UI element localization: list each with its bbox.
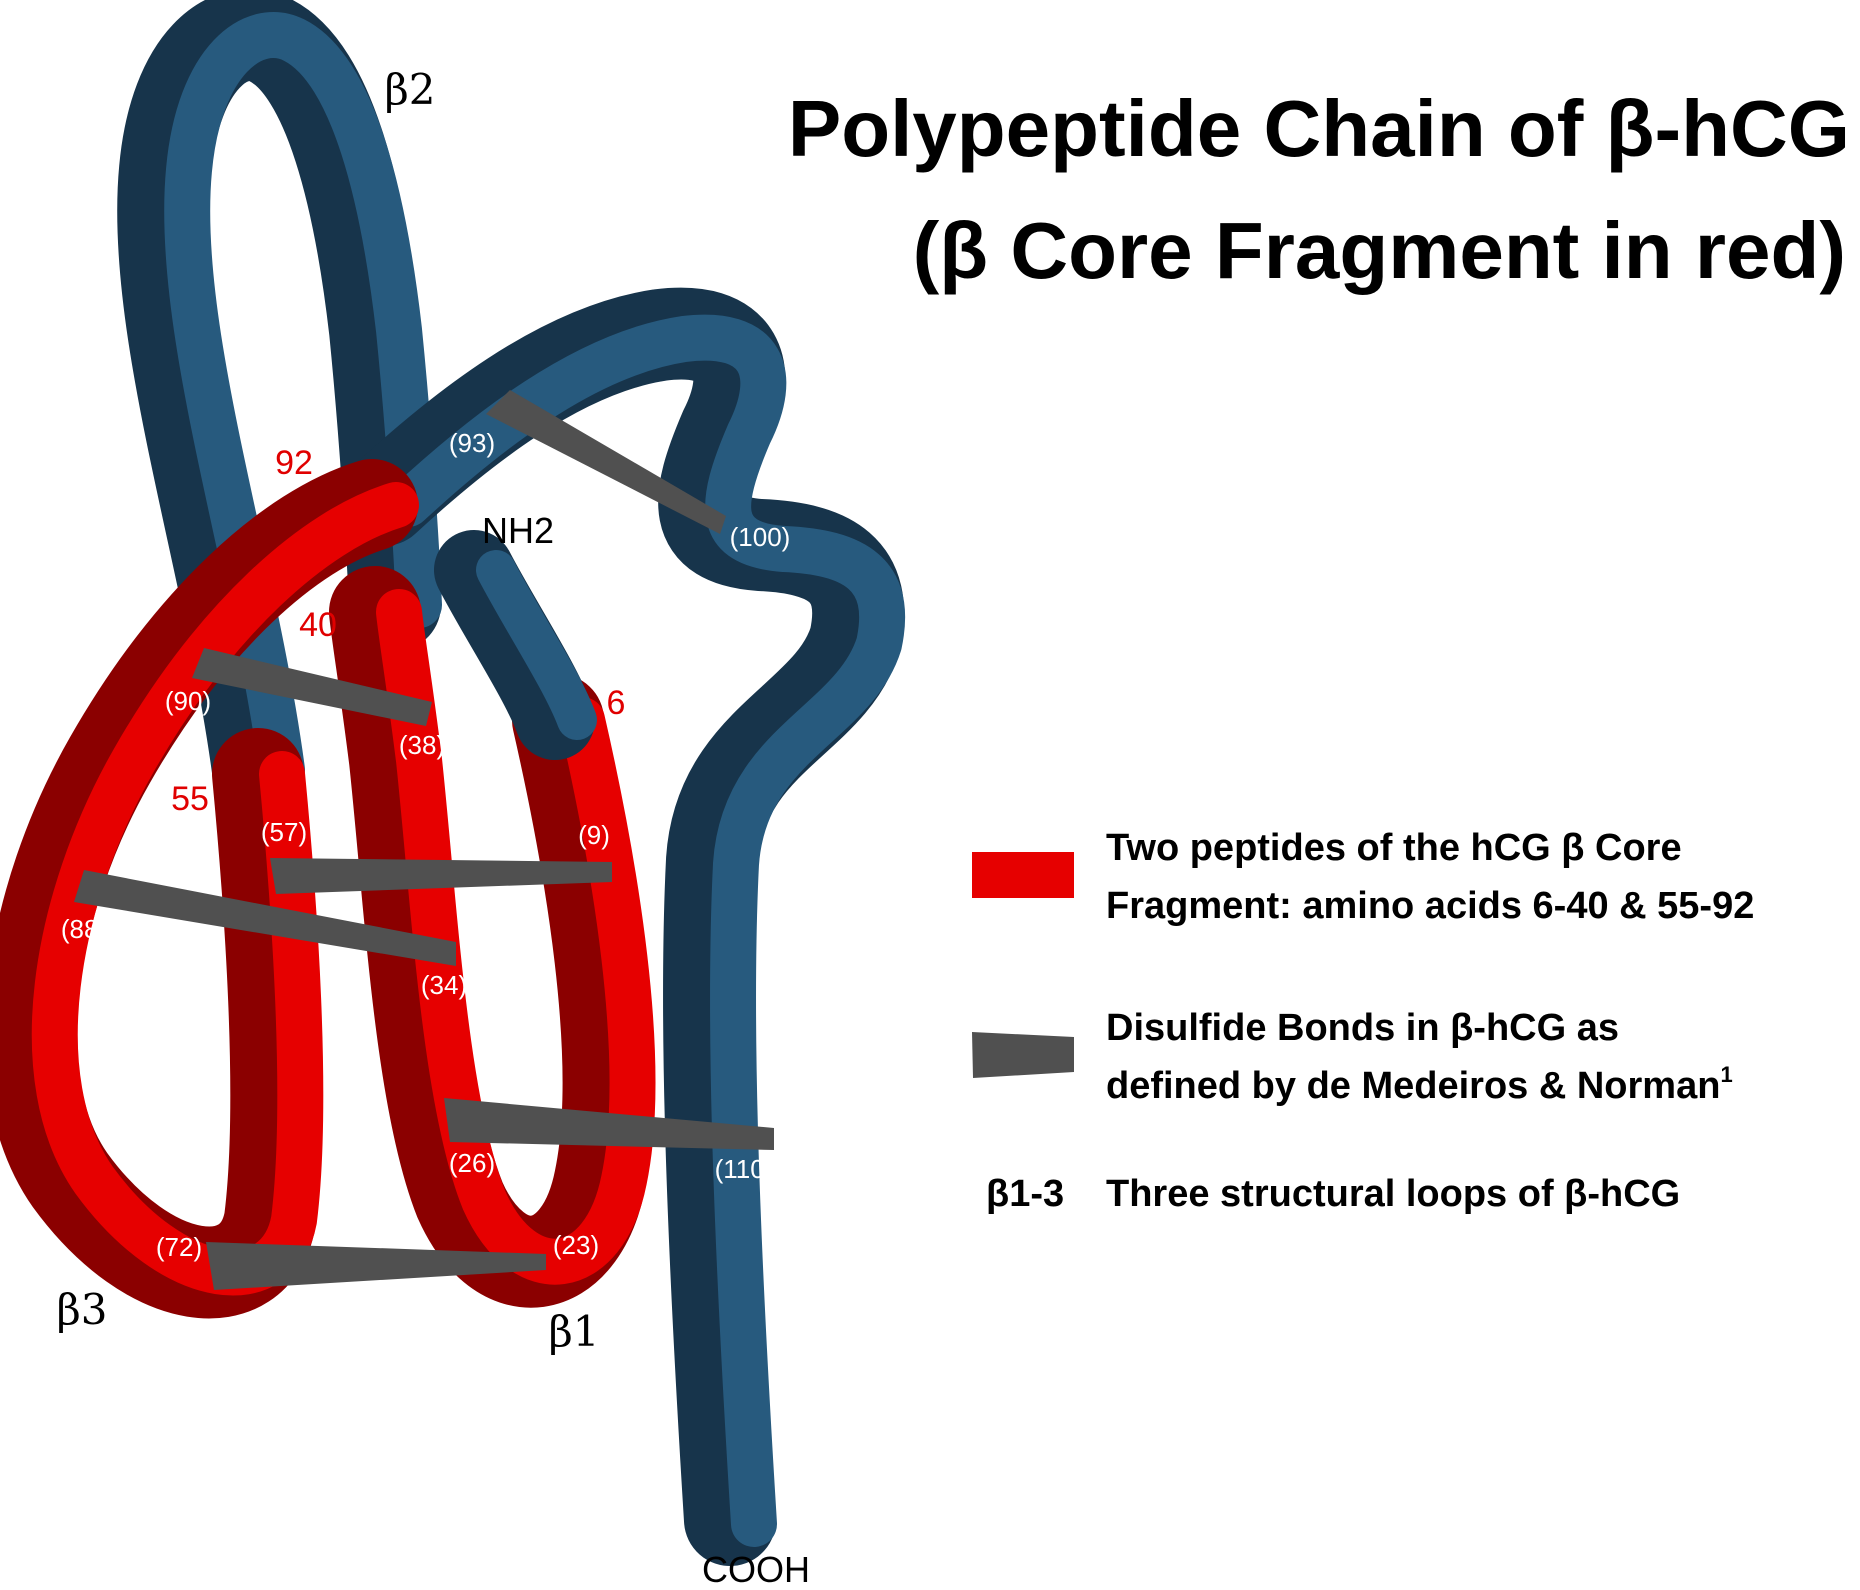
disulfide-bond-57-9 bbox=[270, 858, 612, 894]
boundary-55: 55 bbox=[171, 780, 209, 818]
legend-bonds-line2: defined by de Medeiros & Norman1 bbox=[1106, 1062, 1733, 1107]
residue-9: (9) bbox=[578, 820, 610, 850]
n-terminal-tube bbox=[434, 530, 597, 760]
loop-beta2-label: β2 bbox=[384, 65, 435, 114]
disulfide-bond-26-110 bbox=[444, 1098, 774, 1150]
residue-93: (93) bbox=[449, 428, 495, 458]
legend: Two peptides of the hCG β Core Fragment:… bbox=[972, 827, 1754, 1215]
legend-bond-swatch bbox=[972, 1032, 1074, 1078]
boundary-40: 40 bbox=[299, 606, 337, 644]
disulfide-bond-72-23 bbox=[206, 1242, 546, 1290]
legend-bonds-footnote: 1 bbox=[1720, 1062, 1732, 1087]
n-terminus-label: NH2 bbox=[482, 510, 554, 551]
legend-loops-text: Three structural loops of β-hCG bbox=[1106, 1173, 1680, 1215]
legend-core-line1: Two peptides of the hCG β Core bbox=[1106, 827, 1682, 869]
beta2-loop-tube bbox=[117, 0, 442, 816]
residue-57: (57) bbox=[261, 817, 307, 847]
c-terminal-tube bbox=[338, 287, 906, 1566]
residue-90: (90) bbox=[165, 686, 211, 716]
legend-core-line2: Fragment: amino acids 6-40 & 55-92 bbox=[1106, 885, 1754, 927]
residue-88: (88) bbox=[61, 914, 107, 944]
disulfide-bond-90-38 bbox=[192, 648, 432, 726]
core-peptide-6-40-tube bbox=[329, 566, 656, 1308]
c-terminus-label: COOH bbox=[702, 1549, 810, 1590]
title-line-1: Polypeptide Chain of β-hCG bbox=[788, 84, 1850, 173]
legend-bonds-line1: Disulfide Bonds in β-hCG as bbox=[1106, 1007, 1619, 1049]
residue-34: (34) bbox=[421, 970, 467, 1000]
residue-38: (38) bbox=[399, 730, 445, 760]
legend-loops-symbol: β1-3 bbox=[986, 1173, 1064, 1215]
disulfide-bond-88-34 bbox=[74, 870, 456, 966]
core-peptide-55-92-tube bbox=[0, 459, 419, 1319]
residue-23: (23) bbox=[553, 1230, 599, 1260]
loop-beta1-label: β1 bbox=[548, 1307, 599, 1356]
residue-110: (110) bbox=[715, 1154, 774, 1184]
boundary-92: 92 bbox=[275, 444, 313, 482]
residue-26: (26) bbox=[449, 1148, 495, 1178]
legend-core-swatch bbox=[972, 852, 1074, 898]
boundary-6: 6 bbox=[607, 684, 626, 722]
residue-72: (72) bbox=[156, 1232, 202, 1262]
title-line-2: (β Core Fragment in red) bbox=[913, 206, 1846, 295]
legend-bonds-line2-text: defined by de Medeiros & Norman bbox=[1106, 1065, 1720, 1107]
disulfide-bond-93-100 bbox=[486, 390, 726, 534]
loop-beta3-label: β3 bbox=[56, 1285, 107, 1334]
residue-100: (100) bbox=[730, 522, 791, 552]
